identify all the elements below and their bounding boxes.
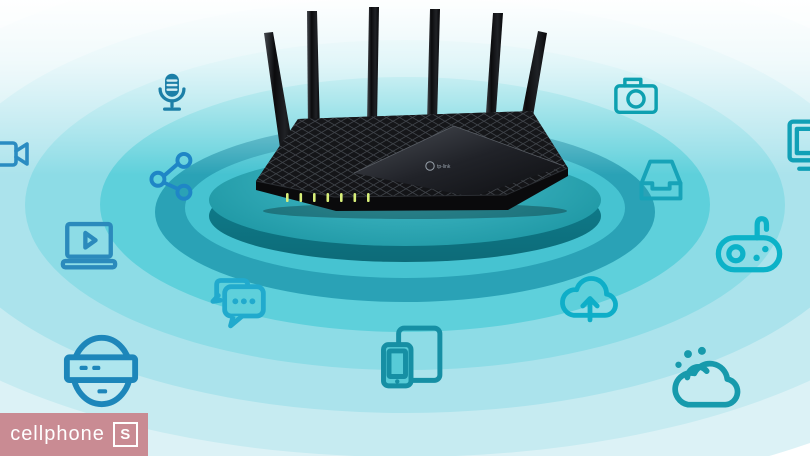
watermark-s-badge: S [112, 422, 138, 447]
tp-link-logo-icon [425, 161, 435, 171]
router-front-face [256, 168, 568, 211]
tp-link-logo-text: tp-link [437, 164, 451, 170]
phone-tablet-icon [378, 322, 444, 392]
watermark-text: cellphone [10, 423, 105, 445]
router-wing [354, 126, 564, 197]
video-camera-icon [0, 130, 38, 178]
watermark-logo: cellphone S [0, 413, 148, 456]
inbox-icon [634, 154, 688, 206]
router-body: tp-link [255, 111, 569, 211]
vr-headset-icon [62, 332, 140, 410]
cloud-upload-icon [552, 266, 628, 330]
share-icon [146, 150, 198, 202]
router-device: tp-link [255, 7, 569, 219]
laptop-play-icon [50, 218, 128, 276]
router-led-strip [286, 193, 370, 202]
monitor-icon [786, 118, 810, 176]
camera-icon [610, 74, 662, 120]
microphone-icon [150, 66, 194, 120]
weather-icon [662, 342, 752, 418]
watermark-s-letter: S [120, 426, 131, 443]
game-controller-icon [712, 210, 786, 280]
chat-bubbles-icon [200, 272, 276, 336]
